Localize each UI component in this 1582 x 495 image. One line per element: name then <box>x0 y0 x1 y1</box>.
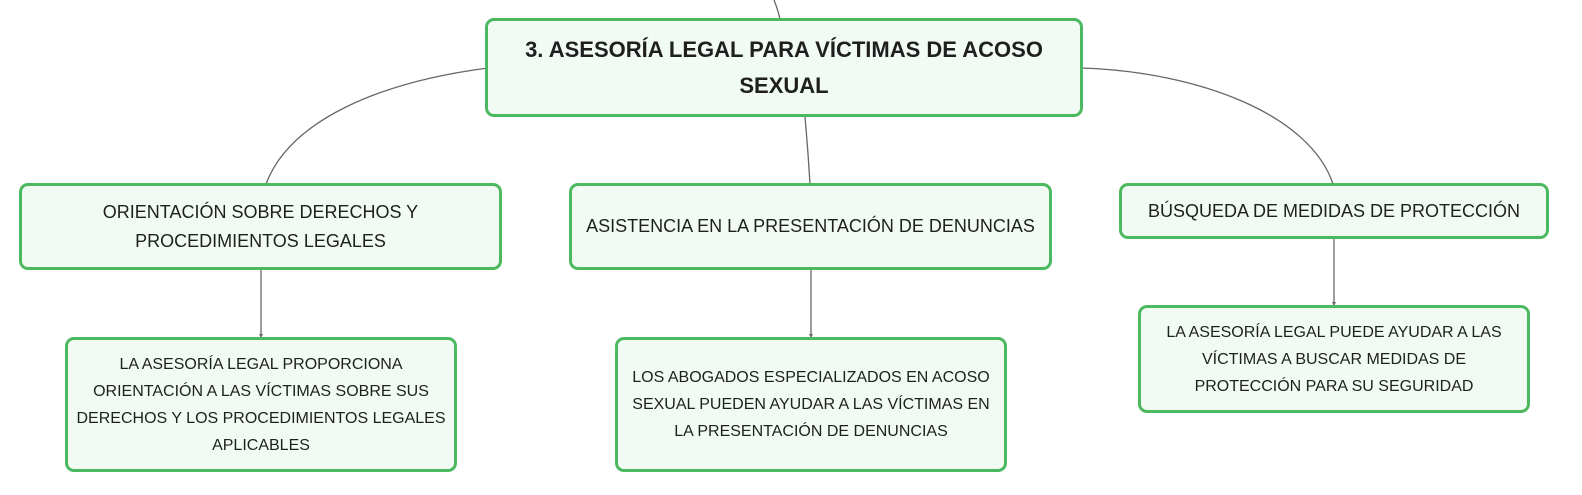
detail-node-medidas[interactable]: LA ASESORÍA LEGAL PUEDE AYUDAR A LAS VÍC… <box>1138 305 1530 413</box>
branch-node-asistencia[interactable]: ASISTENCIA EN LA PRESENTACIÓN DE DENUNCI… <box>569 183 1052 270</box>
connector-root-to-branch-2 <box>804 116 811 185</box>
connector-root-to-branch-3 <box>1081 67 1334 185</box>
detail-text: LOS ABOGADOS ESPECIALIZADOS EN ACOSO SEX… <box>632 369 990 440</box>
branch-label: BÚSQUEDA DE MEDIDAS DE PROTECCIÓN <box>1147 200 1521 221</box>
detail-node-asistencia[interactable]: LOS ABOGADOS ESPECIALIZADOS EN ACOSO SEX… <box>615 337 1007 472</box>
branch-node-medidas[interactable]: BÚSQUEDA DE MEDIDAS DE PROTECCIÓN <box>1119 183 1549 239</box>
connector-parent-to-root <box>773 0 781 20</box>
connector-root-to-branch-1 <box>265 67 489 185</box>
branch-label: ORIENTACIÓN SOBRE DERECHOS Y PROCEDIMIEN… <box>102 201 419 251</box>
branch-node-orientacion[interactable]: ORIENTACIÓN SOBRE DERECHOS Y PROCEDIMIEN… <box>19 183 502 270</box>
detail-text: LA ASESORÍA LEGAL PROPORCIONA ORIENTACIÓ… <box>76 355 446 454</box>
detail-text: LA ASESORÍA LEGAL PUEDE AYUDAR A LAS VÍC… <box>1166 323 1502 395</box>
root-topic-label: 3. ASESORÍA LEGAL PARA VÍCTIMAS DE ACOSO… <box>525 36 1043 98</box>
root-topic[interactable]: 3. ASESORÍA LEGAL PARA VÍCTIMAS DE ACOSO… <box>485 18 1083 117</box>
branch-label: ASISTENCIA EN LA PRESENTACIÓN DE DENUNCI… <box>586 216 1035 236</box>
detail-node-orientacion[interactable]: LA ASESORÍA LEGAL PROPORCIONA ORIENTACIÓ… <box>65 337 457 472</box>
